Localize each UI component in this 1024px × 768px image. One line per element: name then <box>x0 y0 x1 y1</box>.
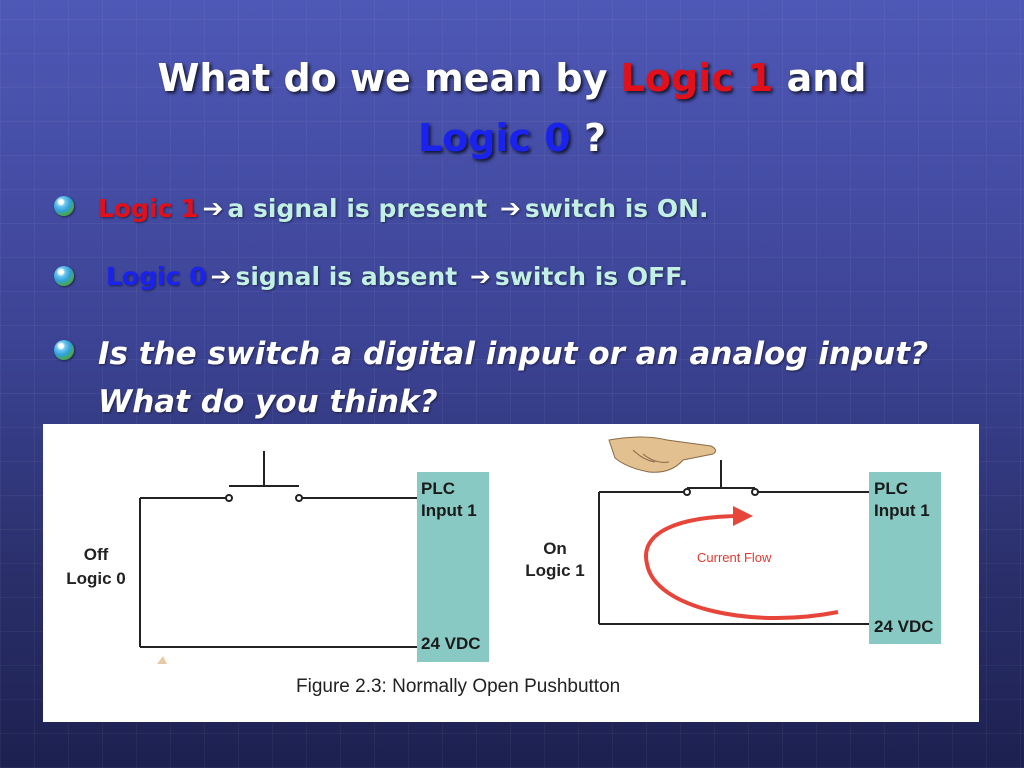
slide-title: What do we mean by Logic 1 and Logic 0 ? <box>0 48 1024 168</box>
bullet-logic0-label: Logic 0 <box>106 262 207 291</box>
plc-input-box-right <box>869 472 941 644</box>
bullet-logic1-label: Logic 1 <box>98 194 199 223</box>
question-text: Is the switch a digital input or an anal… <box>98 336 929 420</box>
partial-finger-icon <box>157 656 167 664</box>
logic-label-off: Logic 0 <box>66 569 126 588</box>
title-part1: What do we mean by <box>157 56 621 100</box>
plc-label-right: PLC <box>874 479 908 498</box>
title-logic1: Logic 1 <box>620 56 774 100</box>
left-circuit <box>139 451 417 648</box>
figure-caption: Figure 2.3: Normally Open Pushbutton <box>296 676 620 697</box>
current-flow-arrow <box>644 506 839 620</box>
bullet-logic0-text2: switch is OFF. <box>494 262 689 291</box>
finger-icon <box>608 436 717 473</box>
title-logic0: Logic 0 <box>417 116 571 160</box>
current-flow-label: Current Flow <box>697 550 772 565</box>
right-circuit <box>598 460 869 625</box>
voltage-label-left: 24 VDC <box>421 634 481 653</box>
logic-label-on: Logic 1 <box>525 561 585 580</box>
arrow-right-icon: ➔ <box>210 262 232 291</box>
plc-input-label-right: Input 1 <box>874 501 930 520</box>
title-part2: and <box>773 56 867 100</box>
bullet-logic1-text2: switch is ON. <box>524 194 709 223</box>
bullet-logic0-text1: signal is absent <box>235 262 458 291</box>
pushbutton-figure: PLC Input 1 24 VDC Off Logic 0 PLC Input… <box>43 424 979 722</box>
state-label-on: On <box>543 539 567 558</box>
arrow-right-icon: ➔ <box>499 194 521 223</box>
bullet-icon <box>54 266 74 286</box>
plc-label-left: PLC <box>421 479 455 498</box>
plc-input-label-left: Input 1 <box>421 501 477 520</box>
state-label-off: Off <box>84 545 109 564</box>
title-part3: ? <box>570 116 607 160</box>
bullet-icon <box>54 196 74 216</box>
bullet-logic1-text1: a signal is present <box>227 194 488 223</box>
arrow-right-icon: ➔ <box>202 194 224 223</box>
bullet-icon <box>54 340 74 360</box>
voltage-label-right: 24 VDC <box>874 617 934 636</box>
circuit-diagram: PLC Input 1 24 VDC Off Logic 0 PLC Input… <box>66 436 941 697</box>
arrow-right-icon: ➔ <box>469 262 491 291</box>
plc-input-box-left <box>417 472 489 662</box>
